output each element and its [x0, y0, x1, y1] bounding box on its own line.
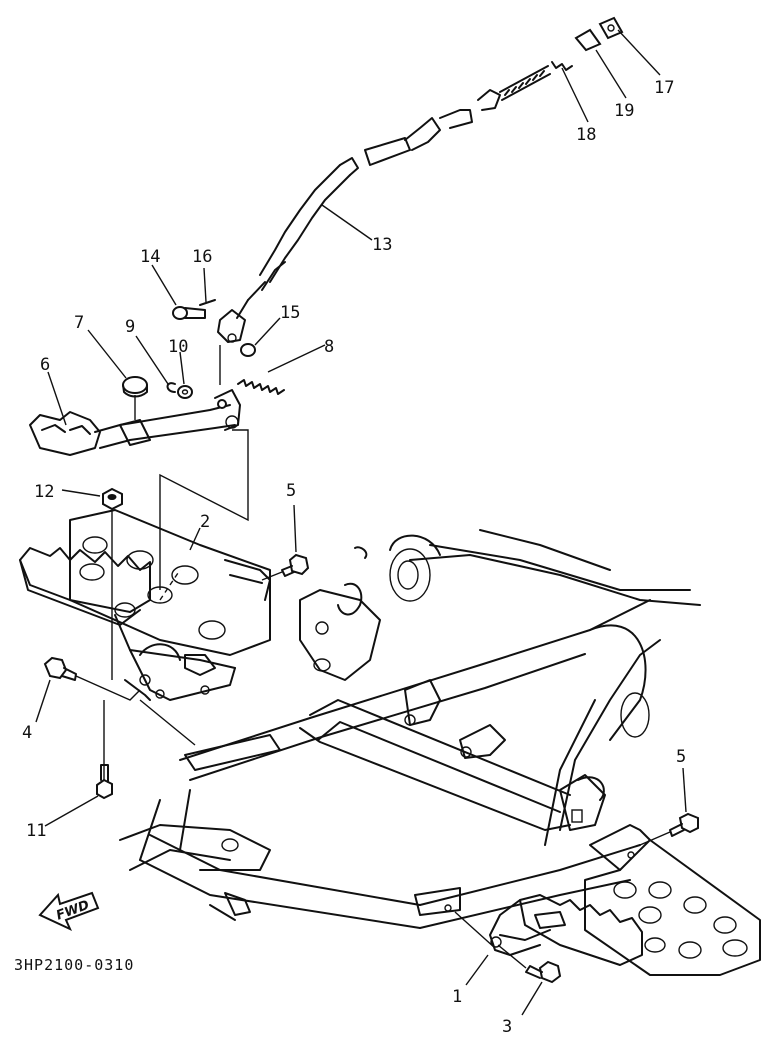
vehicle-frame: [119, 529, 701, 929]
washer: [177, 385, 193, 399]
bolt-5-left: [281, 553, 310, 577]
brake-cable: [236, 65, 551, 319]
callout-14: 14: [140, 247, 160, 267]
callout-2: 2: [200, 512, 210, 532]
adjuster-nut: [598, 16, 624, 40]
cotter-pin: [199, 299, 216, 306]
cable-clevis: [217, 309, 246, 343]
callout-11: 11: [26, 821, 46, 841]
bolt-4: [43, 656, 77, 681]
clevis-nut: [240, 343, 256, 357]
right-footpeg: [489, 894, 643, 966]
callout-17: 17: [654, 78, 674, 98]
nut-12: [102, 487, 123, 511]
left-footrest-plate: [69, 509, 271, 656]
cable-spring: [551, 61, 573, 71]
clevis-pin: [172, 306, 206, 320]
callout-10: 10: [168, 337, 188, 357]
circlip: [166, 382, 176, 393]
callout-5-left: 5: [286, 481, 296, 501]
left-footpeg: [19, 547, 236, 701]
callout-15: 15: [280, 303, 300, 323]
brake-pedal: [29, 389, 241, 456]
callout-18: 18: [576, 125, 596, 145]
callout-7: 7: [74, 313, 84, 333]
callout-leaders: [35, 29, 687, 1016]
return-spring: [237, 379, 285, 395]
callout-16: 16: [192, 247, 212, 267]
callout-labels: 1 2 3 4 5 5 6 7 8 9 10 11 12 13 14 15 16…: [22, 78, 686, 1037]
callout-8: 8: [324, 337, 334, 357]
callout-5-right: 5: [676, 747, 686, 767]
cable-adjuster: [574, 28, 602, 52]
bolt-5-right: [669, 812, 699, 837]
bolt-3: [525, 960, 562, 984]
callout-19: 19: [614, 101, 634, 121]
callout-3: 3: [502, 1017, 512, 1037]
callout-13: 13: [372, 235, 392, 255]
callout-1: 1: [452, 987, 462, 1007]
callout-4: 4: [22, 723, 32, 743]
callout-12: 12: [34, 482, 54, 502]
pedal-cap: [122, 376, 148, 398]
callout-9: 9: [125, 317, 135, 337]
drawing-code: 3HP2100-0310: [14, 956, 134, 974]
assembly-lines: [75, 345, 671, 969]
right-footrest-plate: [584, 824, 761, 976]
callout-6: 6: [40, 355, 50, 375]
fwd-arrow: FWD: [38, 891, 100, 932]
